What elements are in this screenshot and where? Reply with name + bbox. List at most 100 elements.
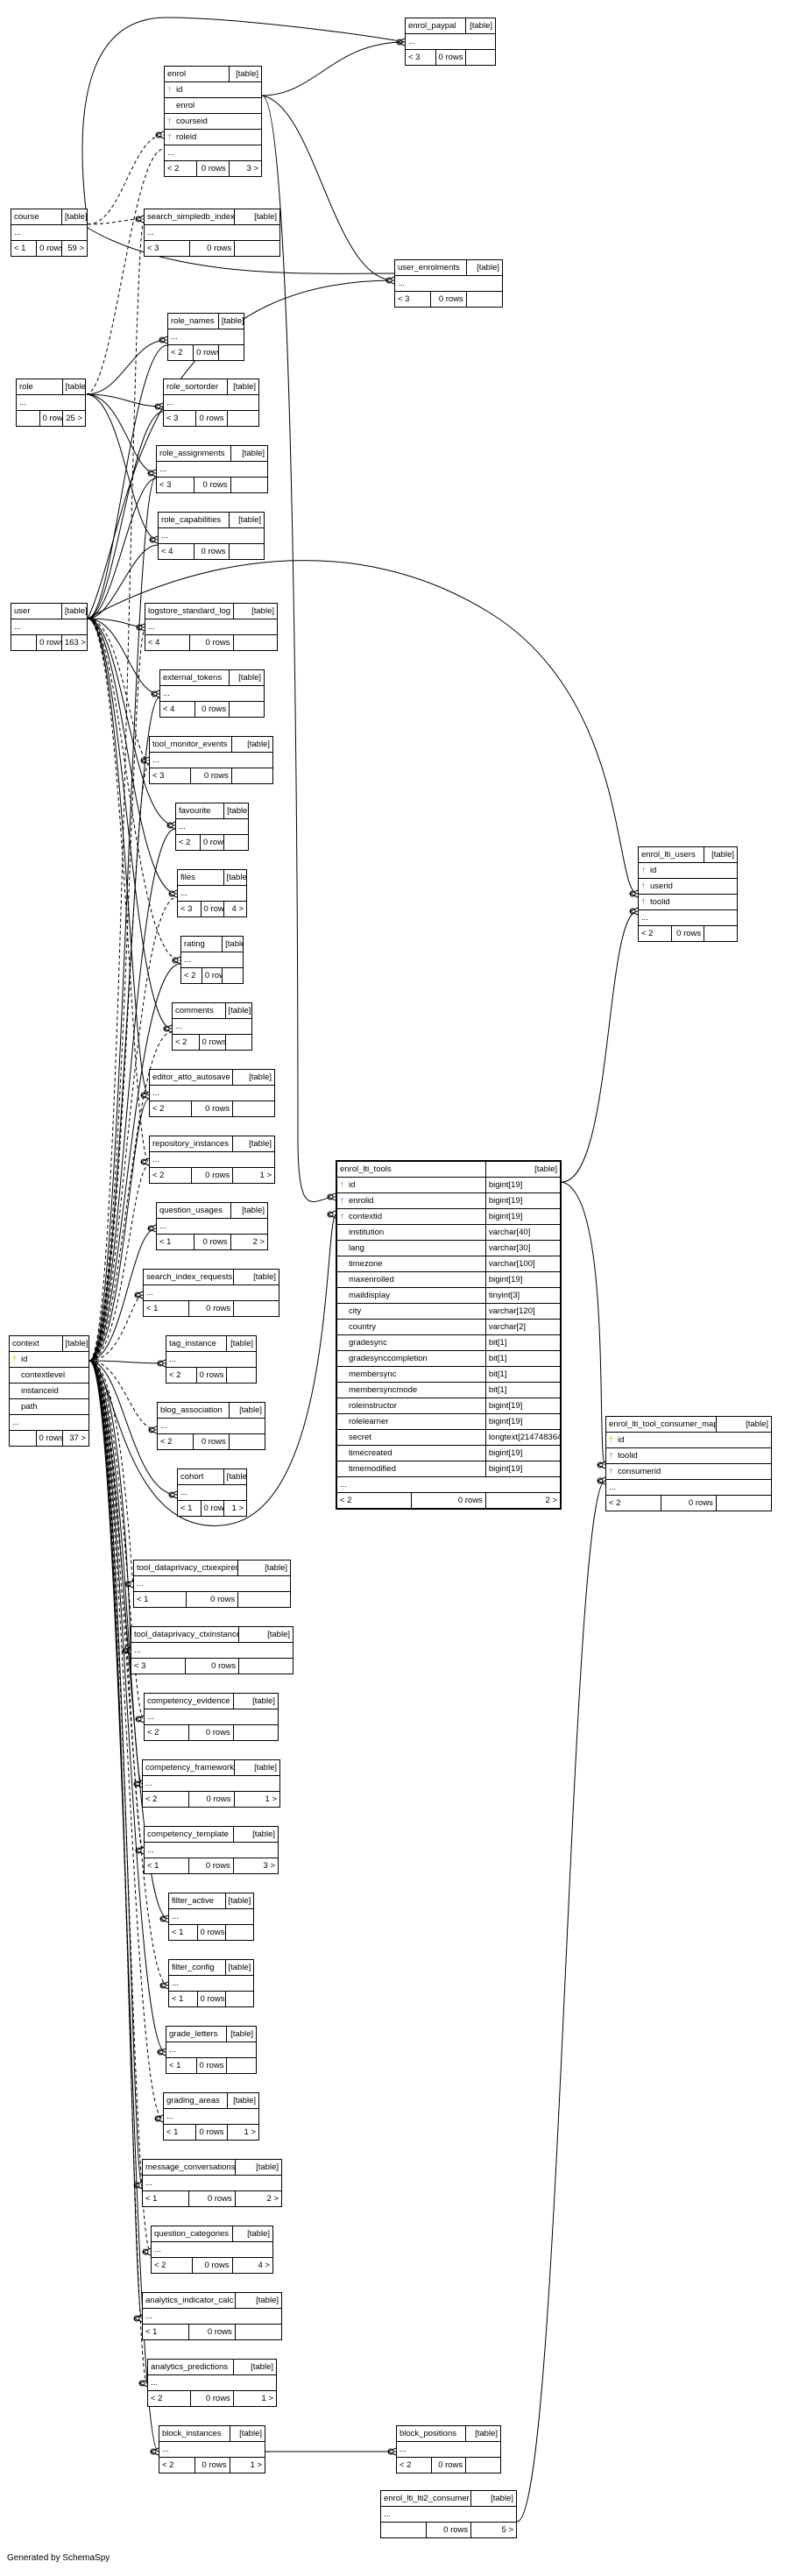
table-name[interactable]: course	[11, 209, 62, 225]
table-name[interactable]: role_names	[168, 314, 219, 329]
table-name[interactable]: tool_dataprivacy_ctxinstance	[131, 1627, 240, 1643]
table-role-names[interactable]: role_names[table]...< 20 rows	[167, 313, 244, 361]
parents-count[interactable]: < 2	[606, 1495, 662, 1511]
table-name[interactable]: competency_framework	[143, 1760, 235, 1776]
children-count[interactable]: 37 >	[61, 1430, 88, 1446]
children-count[interactable]	[230, 477, 267, 492]
children-count[interactable]: 1 >	[229, 2457, 265, 2473]
parents-count[interactable]: < 2	[165, 160, 198, 176]
children-count[interactable]	[224, 1034, 251, 1050]
children-count[interactable]	[228, 1433, 265, 1449]
table-name[interactable]: filter_config	[169, 1960, 226, 1976]
parents-count[interactable]: < 1	[145, 1858, 190, 1873]
parents-count[interactable]: < 2	[159, 2457, 195, 2473]
column-row[interactable]: †id	[165, 81, 261, 98]
parents-count[interactable]: < 1	[157, 1234, 194, 1249]
children-count[interactable]: 1 >	[232, 2390, 276, 2406]
table-name[interactable]: editor_atto_autosave	[150, 1070, 234, 1086]
table-name[interactable]: user_enrolments	[395, 260, 467, 276]
children-count[interactable]: 1 >	[232, 1167, 274, 1183]
table-name[interactable]: question_usages	[157, 1203, 231, 1219]
table-name[interactable]: grading_areas	[164, 2093, 228, 2109]
column-row[interactable]: †id	[606, 1432, 771, 1448]
children-count[interactable]	[238, 1658, 293, 1674]
children-count[interactable]	[237, 1591, 290, 1607]
table-enrol-lti-users[interactable]: enrol_lti_users[table]†id†userid†toolid.…	[638, 846, 738, 942]
table-name[interactable]: blog_association	[158, 1403, 230, 1419]
column-row[interactable]: †id	[10, 1351, 88, 1368]
table-name[interactable]: files	[178, 870, 224, 886]
parents-count[interactable]: < 1	[144, 1300, 189, 1316]
table-enrol-lti-tool-consumer-map[interactable]: enrol_lti_tool_consumer_map[table]†id†to…	[605, 1416, 772, 1511]
table-name[interactable]: block_positions	[397, 2426, 467, 2442]
table-tool-dataprivacy-ctxexpired[interactable]: tool_dataprivacy_ctxexpired[table]...< 1…	[133, 1560, 291, 1608]
column-row[interactable]: †toolid	[606, 1447, 771, 1464]
children-count[interactable]: 1 >	[226, 2124, 258, 2140]
children-count[interactable]	[232, 634, 277, 650]
children-count[interactable]	[232, 1100, 274, 1116]
children-count[interactable]	[704, 925, 737, 941]
table-name[interactable]: enrol_paypal	[406, 18, 466, 34]
table-name[interactable]: grade_letters	[166, 2027, 227, 2042]
table-name[interactable]: search_index_requests	[144, 1270, 235, 1285]
parents-count[interactable]: < 4	[145, 634, 190, 650]
column-row[interactable]: enrol	[165, 97, 261, 114]
parents-count[interactable]: < 3	[164, 410, 196, 426]
parents-count[interactable]: < 3	[178, 901, 202, 916]
parents-count[interactable]: < 3	[406, 49, 436, 65]
parents-count[interactable]: < 3	[150, 768, 192, 783]
children-count[interactable]	[715, 1495, 771, 1511]
children-count[interactable]	[464, 49, 495, 65]
parents-count[interactable]: < 2	[145, 1724, 190, 1740]
column-row[interactable]: path	[10, 1398, 88, 1415]
table-course[interactable]: course[table]...< 10 rows59 >	[11, 209, 88, 257]
children-count[interactable]	[224, 1924, 253, 1940]
table-name[interactable]: user	[11, 604, 62, 619]
parents-count[interactable]: < 2	[158, 1433, 194, 1449]
parents-count[interactable]: < 2	[181, 967, 202, 983]
children-count[interactable]: 59 >	[60, 240, 87, 256]
children-count[interactable]	[234, 2324, 281, 2339]
table-name[interactable]: search_simpledb_index	[145, 209, 236, 225]
table-name[interactable]: enrol_lti_tools	[337, 1162, 486, 1178]
table-name[interactable]: analytics_predictions	[148, 2360, 234, 2375]
column-row[interactable]: †id	[639, 862, 737, 879]
table-name[interactable]: enrol_lti_lti2_consumer	[381, 2491, 472, 2507]
table-name[interactable]: tool_dataprivacy_ctxexpired	[134, 1560, 239, 1576]
parents-count[interactable]: < 2	[176, 834, 201, 850]
parents-count[interactable]	[17, 410, 40, 426]
parents-count[interactable]: < 4	[160, 701, 195, 717]
children-count[interactable]	[228, 543, 264, 559]
table-name[interactable]: competency_template	[145, 1827, 234, 1843]
children-count[interactable]: 5 >	[470, 2522, 516, 2537]
